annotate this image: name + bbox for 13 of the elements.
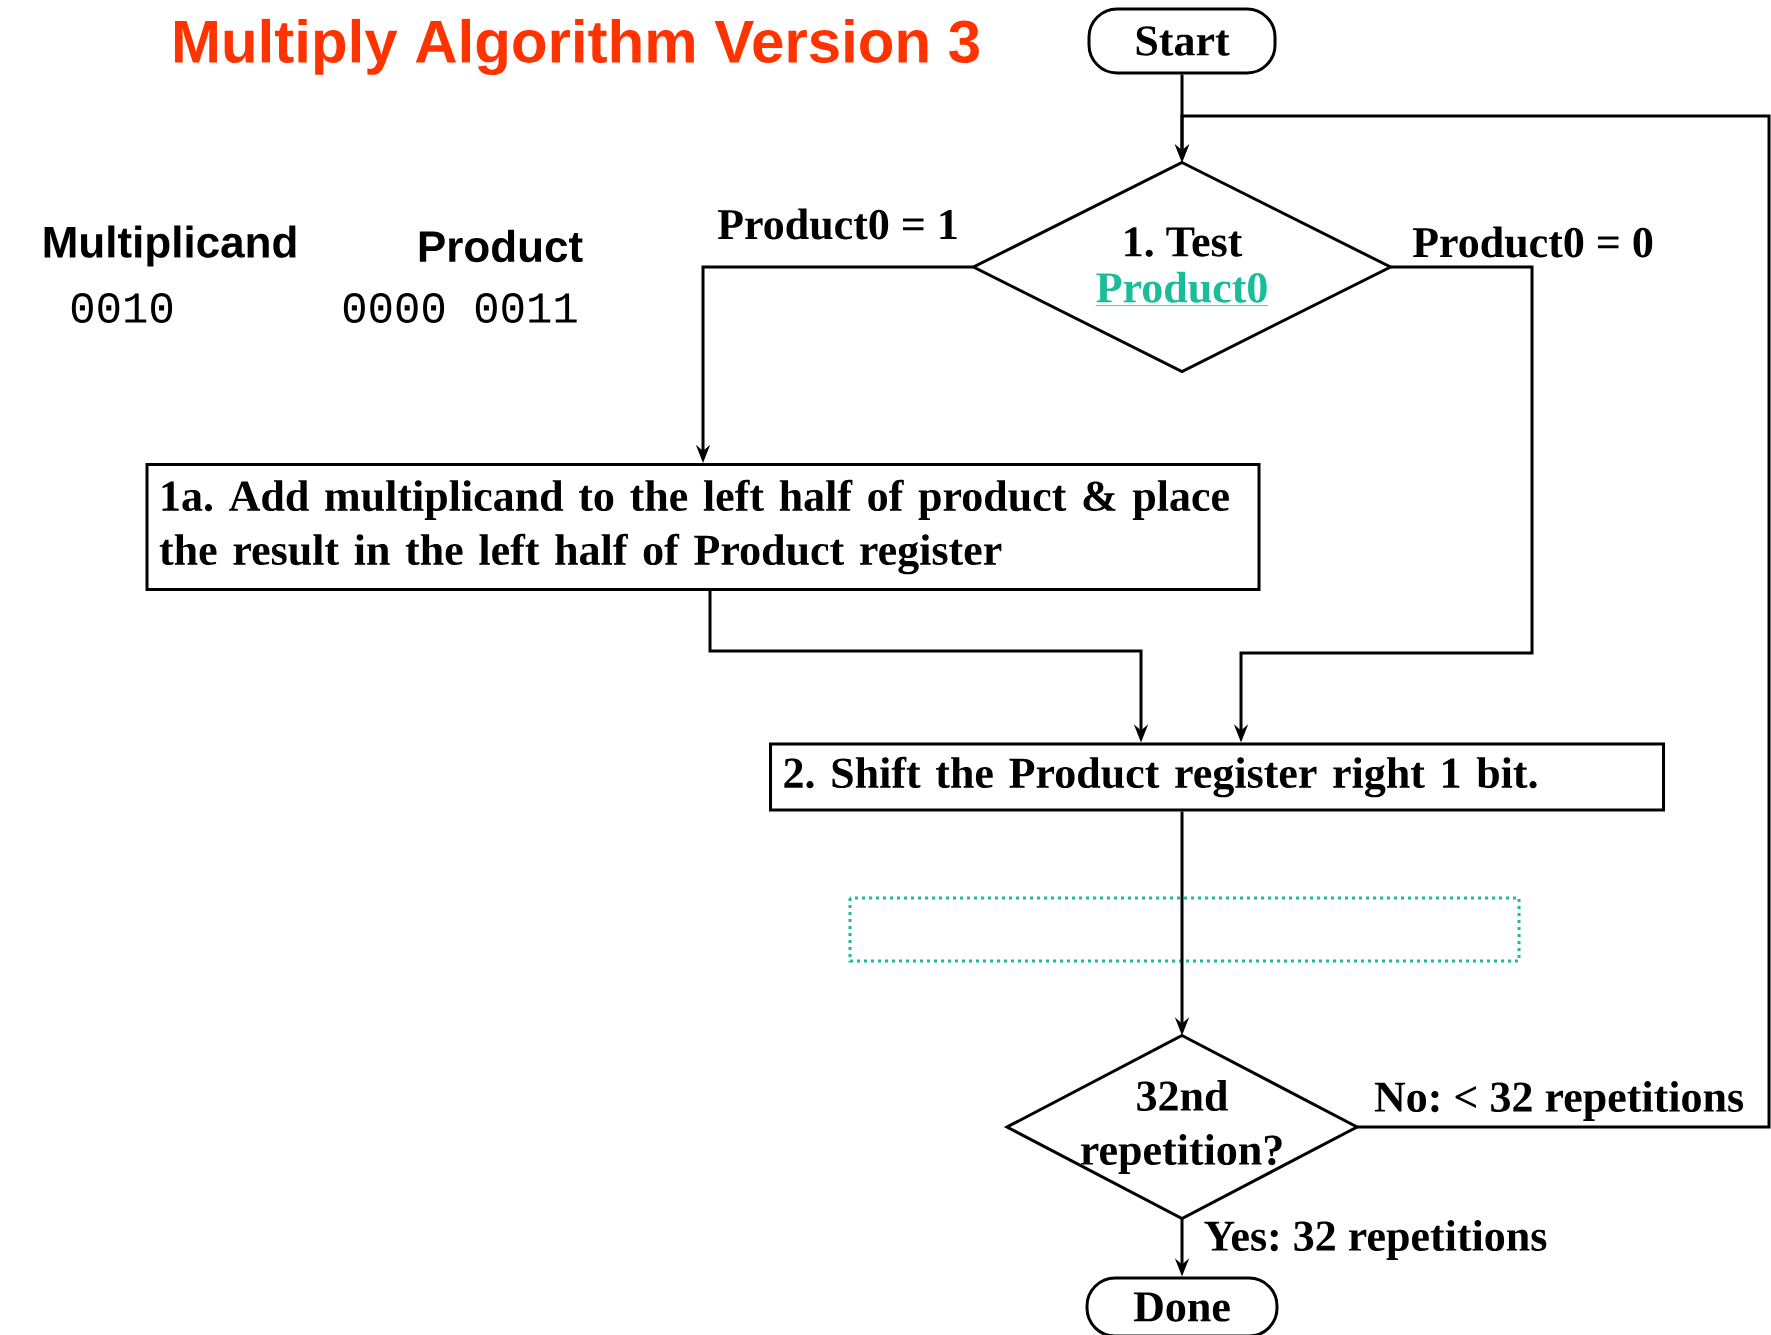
terminal-box: Start: [1087, 7, 1277, 75]
column-heading: Product: [419, 229, 583, 263]
binary-value: 0000 0011: [343, 293, 577, 323]
binary-value: 0010: [71, 293, 173, 323]
process-box: 2. Shift the Product register right 1 bit.: [769, 742, 1665, 812]
edge-label: Product0 = 0: [1410, 224, 1656, 260]
terminal-box: Done: [1085, 1276, 1279, 1335]
edge-label: Product0 = 1: [715, 206, 961, 242]
process-box: 1a. Add multiplicand to the left half of product & place the result in the left half of Product register: [145, 463, 1261, 591]
column-heading: Multiplicand: [44, 225, 296, 267]
edge-label: Yes: 32 repetitions: [1201, 1218, 1550, 1262]
edge-label: No: < 32 repetitions: [1371, 1079, 1747, 1123]
title: Multiply Algorithm Version 3: [175, 18, 979, 76]
